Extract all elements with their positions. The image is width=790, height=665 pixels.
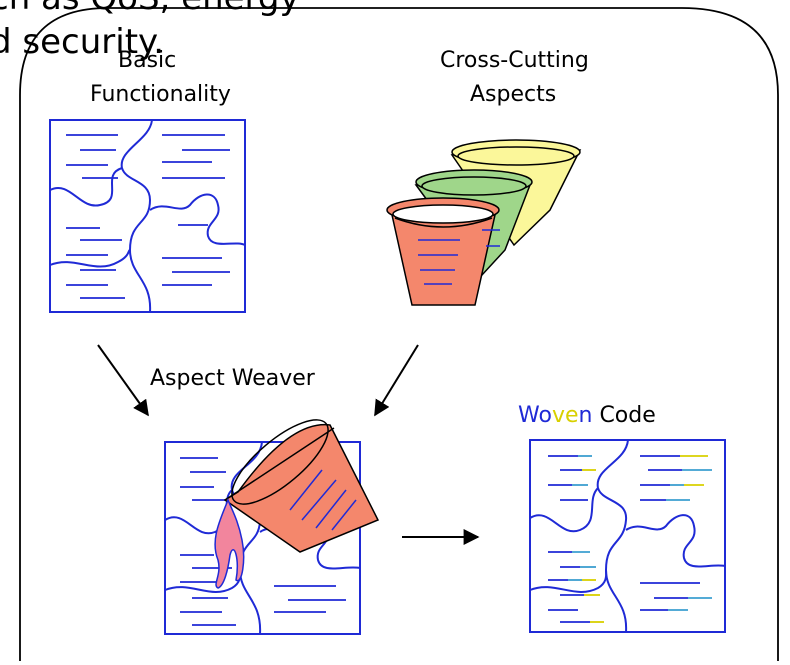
cross-cutting-label-line-2: Aspects [470,82,557,107]
arrow-aspects-to-weaver [374,344,419,417]
drip-shape [214,497,245,589]
woven-label-part-1: Wo [518,403,552,428]
pouring-cup [223,419,380,553]
aspect-cups [386,139,582,306]
clipped-text-line-2: d security. [0,22,165,62]
basic-label-line-1: Basic [118,48,177,73]
basic-label-line-2: Functionality [90,82,231,107]
woven-code-puzzle [529,439,726,633]
cross-cutting-label-line-1: Cross-Cutting [440,48,589,73]
woven-label-part-2: ve [551,403,579,428]
arrow-basic-to-weaver [97,344,149,417]
basic-functionality-puzzle [49,119,246,313]
aspect-weaver-label: Aspect Weaver [150,366,315,391]
woven-label-part-3: n [578,403,593,428]
woven-label-part-4: Code [592,403,656,428]
woven-code-label: Woven Code [518,401,656,431]
clipped-text-line-1: ch as QoS, energy [0,0,300,18]
red-aspect-cup [386,197,500,306]
rounded-frame [19,7,779,661]
